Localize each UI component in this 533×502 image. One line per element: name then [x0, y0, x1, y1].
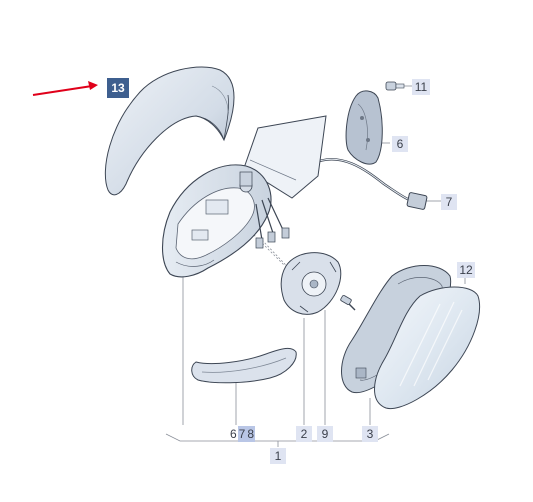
callout-6[interactable]: 6 — [392, 136, 408, 152]
callout-9[interactable]: 9 — [317, 426, 333, 442]
callout-6-part: 6 — [229, 427, 237, 441]
adjustment-motor-part[interactable] — [280, 252, 342, 315]
mirror-housing-part[interactable] — [162, 164, 290, 278]
glass-mount-plate[interactable] — [243, 115, 327, 199]
heater-plate-part[interactable] — [345, 90, 383, 165]
mirror-cap-part[interactable] — [104, 66, 235, 196]
wiring-harness-part[interactable] — [311, 158, 428, 210]
callout-7-part: 7 — [237, 426, 247, 442]
mirror-glass-part[interactable] — [374, 286, 481, 410]
callout-13[interactable]: 13 — [107, 78, 129, 98]
callout-3[interactable]: 3 — [362, 426, 378, 442]
callout-12[interactable]: 12 — [457, 262, 475, 278]
callout-2[interactable]: 2 — [296, 426, 312, 442]
pointer-arrow-icon — [32, 81, 98, 96]
callout-8-part: 8 — [246, 426, 256, 442]
screw-part-9[interactable] — [340, 295, 356, 311]
callout-7[interactable]: 7 — [441, 194, 457, 210]
turn-signal-lamp-part[interactable] — [191, 347, 297, 384]
callout-1[interactable]: 1 — [270, 448, 286, 464]
screw-part-11[interactable] — [385, 81, 405, 91]
callout-11[interactable]: 11 — [412, 79, 430, 95]
